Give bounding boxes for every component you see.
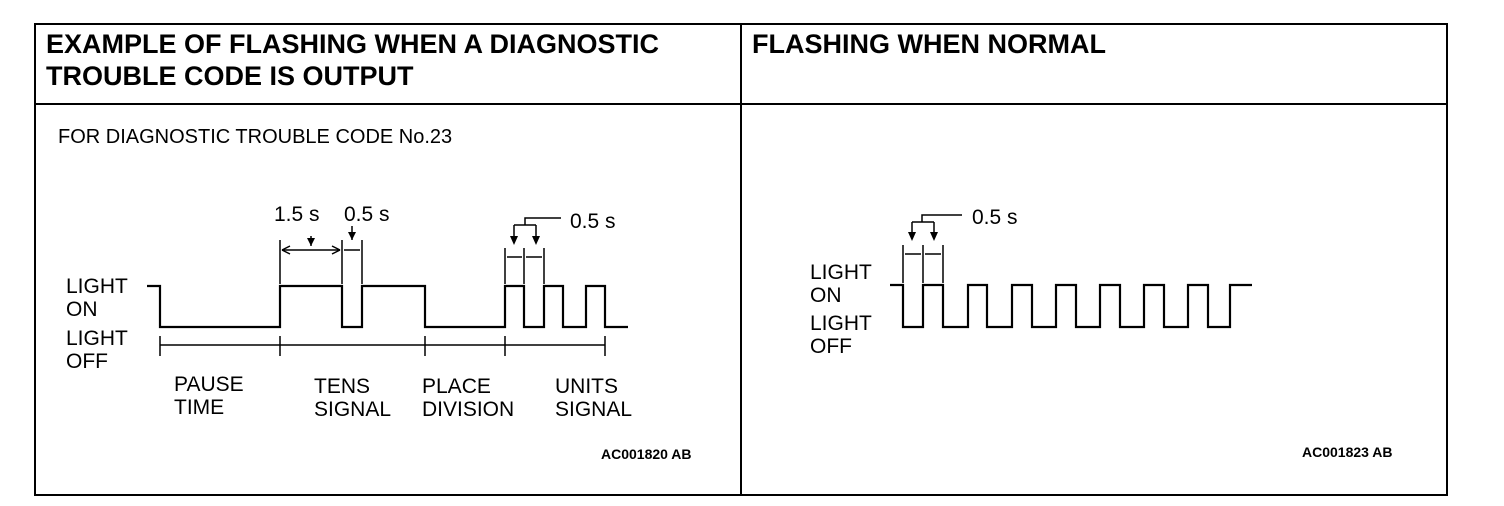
- left-light-off-label-2: OFF: [66, 350, 108, 373]
- phase-units-line-2: SIGNAL: [555, 398, 632, 421]
- phase-tens-line-2: SIGNAL: [314, 398, 391, 421]
- left-dim-0-5s-b: 0.5 s: [570, 210, 616, 233]
- left-dim-pointers: [307, 232, 356, 246]
- left-dimension-arrows: [281, 226, 353, 255]
- left-panel-header: EXAMPLE OF FLASHING WHEN A DIAGNOSTIC TR…: [46, 28, 736, 92]
- phase-units-line-1: UNITS: [555, 375, 618, 398]
- left-signal-waveform: [147, 284, 628, 329]
- left-header-line-2: TROUBLE CODE IS OUTPUT: [46, 61, 414, 91]
- right-diagram: LIGHT ON LIGHT OFF 0.5 s AC001823 AB: [810, 206, 1393, 460]
- left-light-on-label-1: LIGHT: [66, 275, 128, 298]
- right-light-on-label-2: ON: [810, 284, 842, 307]
- panel-divider-vertical: [740, 23, 742, 496]
- right-light-off-label-1: LIGHT: [810, 312, 872, 335]
- left-units-pointers: [510, 236, 540, 245]
- left-figure-code: AC001820 AB: [601, 446, 692, 462]
- right-normal-waveform: [890, 283, 1252, 329]
- left-diagram: FOR DIAGNOSTIC TROUBLE CODE No.23 LIGHT …: [58, 126, 692, 462]
- left-header-line-1: EXAMPLE OF FLASHING WHEN A DIAGNOSTIC: [46, 29, 659, 59]
- phase-place-line-1: PLACE: [422, 375, 491, 398]
- right-light-on-label-1: LIGHT: [810, 261, 872, 284]
- left-dim-0-5s-a: 0.5 s: [344, 203, 390, 226]
- left-units-dimension: [504, 217, 561, 284]
- phase-pause-line-1: PAUSE: [174, 373, 244, 396]
- right-light-off-label-2: OFF: [810, 335, 852, 358]
- right-figure-code: AC001823 AB: [1302, 444, 1393, 460]
- phase-place-line-2: DIVISION: [422, 398, 514, 421]
- phase-tens-line-1: TENS: [314, 375, 370, 398]
- left-subtitle: FOR DIAGNOSTIC TROUBLE CODE No.23: [58, 126, 452, 148]
- phase-pause-line-2: TIME: [174, 396, 224, 419]
- right-panel-header: FLASHING WHEN NORMAL: [752, 29, 1106, 59]
- left-phase-baseline: [159, 336, 606, 356]
- left-dim-1-5s: 1.5 s: [274, 203, 320, 226]
- left-tens-dimension: [279, 240, 363, 284]
- right-dim-0-5s: 0.5 s: [972, 206, 1018, 229]
- right-pulse-dimension: [902, 214, 962, 283]
- left-light-off-label-1: LIGHT: [66, 327, 128, 350]
- left-light-on-label-2: ON: [66, 298, 98, 321]
- header-divider: [34, 103, 1448, 105]
- right-dim-pointers: [908, 232, 938, 241]
